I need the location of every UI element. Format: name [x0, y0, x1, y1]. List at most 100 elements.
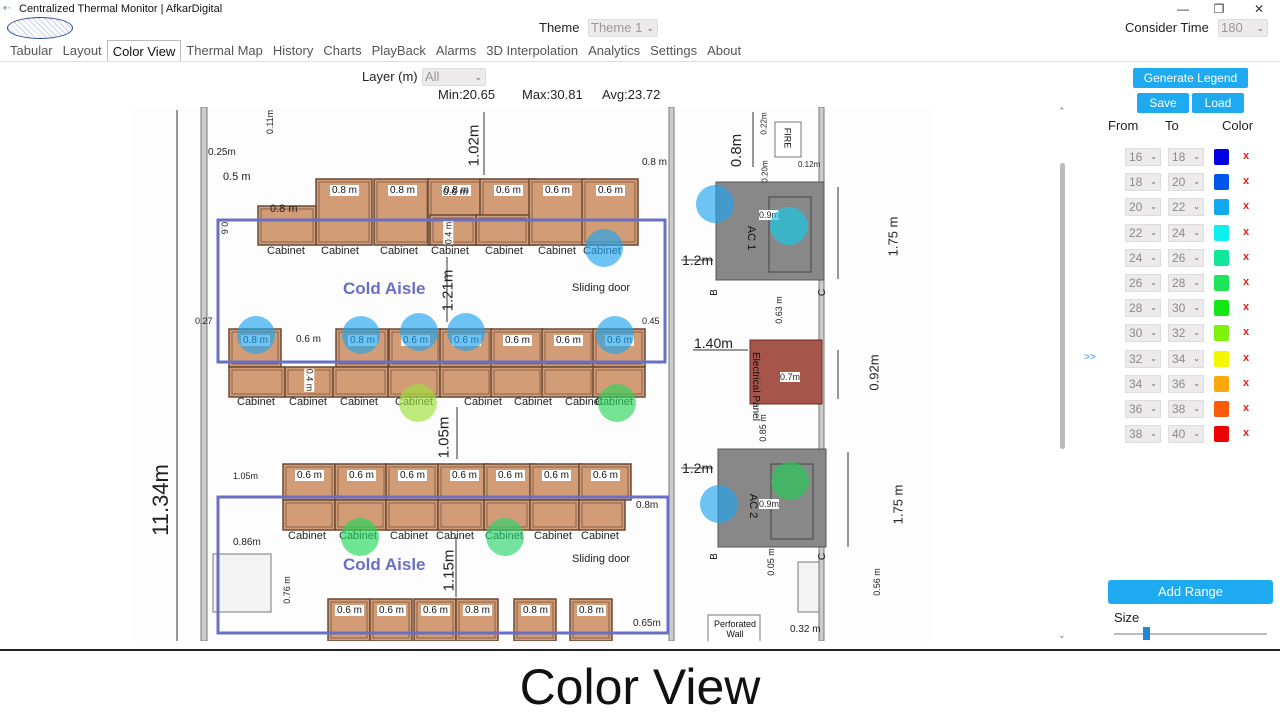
range-to-select[interactable]: 20⌄ — [1168, 173, 1204, 192]
size-slider-track[interactable] — [1114, 633, 1267, 635]
tab-alarms[interactable]: Alarms — [435, 43, 477, 58]
temperature-sensor-marker[interactable] — [585, 229, 623, 267]
collapse-panel-button[interactable]: >> — [1084, 352, 1096, 363]
floor-plan-label: 0.92m — [866, 354, 882, 391]
tab-playback[interactable]: PlayBack — [371, 43, 426, 58]
tab-tabular[interactable]: Tabular — [10, 43, 53, 58]
remove-range-button[interactable]: x — [1243, 276, 1250, 288]
size-slider-thumb[interactable] — [1143, 627, 1150, 640]
range-to-select[interactable]: 30⌄ — [1168, 299, 1204, 318]
range-from-select[interactable]: 26⌄ — [1125, 274, 1161, 292]
temperature-sensor-marker[interactable] — [486, 518, 524, 556]
remove-range-button[interactable]: x — [1243, 376, 1250, 389]
theme-select[interactable]: Theme 1⌄ — [588, 19, 658, 37]
range-to-select[interactable]: 40⌄ — [1168, 425, 1204, 444]
tab-color-view[interactable]: Color View — [106, 40, 182, 62]
layer-select[interactable]: All⌄ — [422, 68, 486, 86]
close-icon[interactable]: ✕ — [1253, 2, 1265, 16]
chevron-up-icon[interactable]: ⌃ — [1058, 106, 1066, 116]
range-from-select[interactable]: 24⌄ — [1125, 248, 1161, 267]
remove-range-button[interactable]: x — [1243, 301, 1250, 314]
tab-3d-interpolation[interactable]: 3D Interpolation — [486, 43, 579, 58]
tab-thermal-map[interactable]: Thermal Map — [186, 43, 263, 58]
range-from-select[interactable]: 20⌄ — [1125, 198, 1161, 217]
range-color-swatch[interactable] — [1214, 401, 1229, 417]
range-color-swatch[interactable] — [1214, 426, 1229, 443]
range-from-select[interactable]: 32⌄ — [1125, 349, 1161, 368]
range-color-swatch[interactable] — [1214, 224, 1229, 241]
range-color-swatch[interactable] — [1214, 249, 1229, 266]
range-to-select[interactable]: 36⌄ — [1168, 374, 1204, 393]
range-to-select[interactable]: 38⌄ — [1168, 400, 1204, 418]
maximize-icon[interactable]: ❐ — [1213, 2, 1225, 16]
range-color-swatch[interactable] — [1214, 375, 1229, 392]
consider-time-select[interactable]: 180⌄ — [1218, 19, 1268, 37]
range-color-swatch[interactable] — [1214, 174, 1229, 191]
minimize-icon[interactable]: — — [1177, 2, 1189, 16]
range-to-select[interactable]: 22⌄ — [1168, 198, 1204, 217]
range-to-select[interactable]: 32⌄ — [1168, 324, 1204, 343]
layer-label: Layer (m) — [362, 69, 418, 84]
temperature-sensor-marker[interactable] — [399, 384, 437, 422]
floor-plan-label: 0.86m — [233, 537, 261, 548]
range-from-select[interactable]: 34⌄ — [1125, 374, 1161, 393]
range-to-select[interactable]: 34⌄ — [1168, 349, 1204, 368]
range-to-select[interactable]: 24⌄ — [1168, 223, 1204, 242]
range-from-value: 32 — [1129, 351, 1143, 366]
chevron-down-icon: ⌄ — [1193, 152, 1200, 161]
range-from-select[interactable]: 30⌄ — [1125, 324, 1161, 343]
temperature-sensor-marker[interactable] — [696, 185, 734, 223]
add-range-button[interactable]: Add Range — [1108, 580, 1273, 604]
range-to-select[interactable]: 26⌄ — [1168, 248, 1204, 267]
range-from-select[interactable]: 16⌄ — [1125, 148, 1161, 166]
temperature-sensor-marker[interactable] — [341, 518, 379, 556]
remove-range-button[interactable]: x — [1243, 225, 1250, 238]
save-button[interactable]: Save — [1137, 93, 1189, 113]
remove-range-button[interactable]: x — [1243, 351, 1250, 364]
range-from-select[interactable]: 18⌄ — [1125, 173, 1161, 192]
tab-analytics[interactable]: Analytics — [588, 43, 641, 58]
tab-layout[interactable]: Layout — [62, 43, 102, 58]
stat-avg: Avg:23.72 — [602, 87, 661, 102]
range-color-swatch[interactable] — [1214, 300, 1229, 317]
chevron-down-icon: ⌄ — [1256, 23, 1264, 33]
remove-range-button[interactable]: x — [1243, 200, 1250, 213]
range-to-select[interactable]: 18⌄ — [1168, 148, 1204, 166]
floor-plan-label: 0.6 m — [450, 470, 480, 481]
range-to-select[interactable]: 28⌄ — [1168, 274, 1204, 292]
remove-range-button[interactable]: x — [1243, 250, 1250, 263]
remove-range-button[interactable]: x — [1243, 326, 1250, 339]
range-color-swatch[interactable] — [1214, 350, 1229, 367]
temperature-sensor-marker[interactable] — [771, 462, 809, 500]
scrollbar-thumb[interactable] — [1060, 163, 1065, 449]
temperature-sensor-marker[interactable] — [447, 313, 485, 351]
range-color-swatch[interactable] — [1214, 275, 1229, 291]
range-from-select[interactable]: 22⌄ — [1125, 223, 1161, 242]
tab-about[interactable]: About — [707, 43, 742, 58]
chevron-down-icon[interactable]: ⌄ — [1058, 630, 1066, 640]
temperature-sensor-marker[interactable] — [770, 207, 808, 245]
temperature-sensor-marker[interactable] — [400, 313, 438, 351]
generate-legend-button[interactable]: Generate Legend — [1133, 68, 1248, 88]
range-color-swatch[interactable] — [1214, 149, 1229, 165]
remove-range-button[interactable]: x — [1243, 402, 1250, 414]
range-color-swatch[interactable] — [1214, 199, 1229, 216]
remove-range-button[interactable]: x — [1243, 150, 1250, 162]
range-color-swatch[interactable] — [1214, 325, 1229, 342]
tab-history[interactable]: History — [272, 43, 314, 58]
temperature-sensor-marker[interactable] — [237, 316, 275, 354]
temperature-sensor-marker[interactable] — [700, 485, 738, 523]
tab-settings[interactable]: Settings — [650, 43, 698, 58]
range-from-select[interactable]: 36⌄ — [1125, 400, 1161, 418]
range-from-select[interactable]: 38⌄ — [1125, 425, 1161, 444]
temperature-sensor-marker[interactable] — [598, 384, 636, 422]
floor-plan-scrollbar[interactable]: ⌃ ⌄ — [1058, 106, 1068, 641]
temperature-sensor-marker[interactable] — [342, 316, 380, 354]
temperature-sensor-marker[interactable] — [596, 316, 634, 354]
floor-plan-label: 0.8 m — [388, 185, 418, 196]
remove-range-button[interactable]: x — [1243, 427, 1250, 440]
remove-range-button[interactable]: x — [1243, 175, 1250, 188]
load-button[interactable]: Load — [1192, 93, 1244, 113]
range-from-select[interactable]: 28⌄ — [1125, 299, 1161, 318]
tab-charts[interactable]: Charts — [323, 43, 362, 58]
